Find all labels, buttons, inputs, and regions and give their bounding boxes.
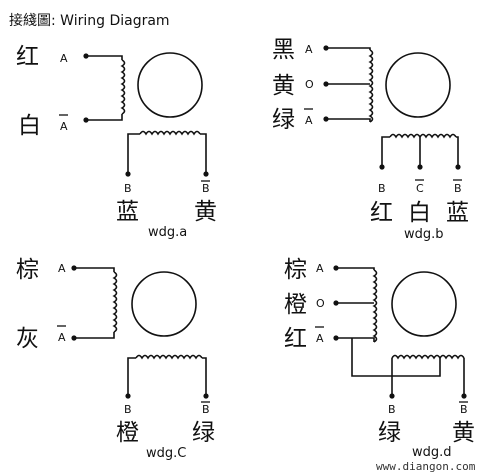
terminal-dot — [203, 393, 209, 399]
pin-label-a: A — [305, 43, 313, 56]
pin-label-a-bar: A — [316, 332, 324, 345]
terminal-dot — [125, 393, 131, 399]
wiring-diagram-c: 棕 灰 A A B B 橙 绿 wdg.C — [16, 257, 215, 461]
wire-label-blue: 蓝 — [446, 200, 469, 226]
pin-label-a-bar: A — [58, 331, 66, 344]
pin-label-o: O — [316, 297, 325, 310]
diagram-title: 接綫圖: Wiring Diagram — [9, 12, 170, 29]
diagram-caption: wdg.a — [148, 225, 187, 240]
wire-label-yellow: 黄 — [452, 420, 475, 446]
terminal-dot — [417, 164, 423, 170]
pin-label-c-bar: C — [416, 182, 424, 195]
coil-winding — [120, 59, 126, 115]
coil-winding — [391, 354, 465, 360]
diagram-caption: wdg.d — [412, 445, 452, 460]
wire-label-orange: 橙 — [116, 420, 139, 446]
lead-wire — [74, 267, 115, 272]
lead-wire — [127, 133, 140, 172]
pin-label-b-bar: B — [454, 182, 462, 195]
lead-wire — [456, 136, 459, 165]
wire-label-gray: 灰 — [16, 326, 39, 352]
pin-label-b: B — [124, 182, 132, 195]
motor-circle — [137, 52, 203, 118]
coil-winding — [368, 49, 374, 123]
motor-circle — [391, 271, 457, 337]
pin-label-b: B — [124, 403, 132, 416]
lead-wire — [381, 136, 390, 165]
pin-label-a-bar: A — [60, 120, 68, 133]
lead-wire — [336, 337, 375, 342]
terminal-dot — [125, 171, 131, 177]
lead-wire — [336, 267, 375, 270]
coil-winding — [389, 133, 457, 139]
wire-label-black: 黑 — [272, 37, 295, 63]
wire-label-brown: 棕 — [16, 257, 39, 283]
pin-label-a: A — [58, 262, 66, 275]
lead-wire — [127, 357, 136, 394]
lead-wire — [202, 357, 207, 394]
wire-label-yellow: 黄 — [194, 199, 217, 225]
terminal-dot — [203, 171, 209, 177]
pin-label-a-bar: A — [305, 114, 313, 127]
wire-label-green: 绿 — [192, 420, 215, 446]
wiring-diagram-b: 黑 黄 绿 A O A B C B 红 白 蓝 wdg.b — [272, 37, 469, 242]
pin-label-a: A — [60, 52, 68, 65]
terminal-dot — [389, 393, 395, 399]
diagram-caption: wdg.b — [404, 227, 444, 242]
wire-label-white: 白 — [408, 200, 431, 226]
coil-winding — [112, 271, 118, 333]
lead-wire — [86, 55, 123, 60]
wire-label-green: 绿 — [378, 420, 401, 446]
lead-wire — [74, 332, 115, 339]
wire-label-red: 红 — [370, 200, 393, 226]
pin-label-b-bar: B — [460, 403, 468, 416]
lead-wire — [200, 133, 207, 172]
wire-label-red: 红 — [284, 326, 307, 352]
lead-wire — [351, 338, 441, 377]
diagram-caption: wdg.C — [146, 446, 186, 461]
wire-label-blue: 蓝 — [116, 199, 139, 225]
wire-label-white: 白 — [18, 113, 41, 139]
pin-label-b: B — [388, 403, 396, 416]
pin-label-b-bar: B — [202, 403, 210, 416]
pin-label-o: O — [305, 78, 314, 91]
wire-label-brown: 棕 — [284, 257, 307, 283]
wire-label-yellow: 黄 — [272, 73, 295, 99]
wire-label-red: 红 — [16, 44, 39, 70]
lead-wire — [326, 118, 371, 122]
coil-winding — [372, 269, 378, 343]
lead-wire — [86, 114, 123, 121]
terminal-dot — [461, 393, 467, 399]
coil-winding — [139, 130, 201, 136]
wire-label-orange: 橙 — [284, 292, 307, 318]
terminal-dot — [379, 164, 385, 170]
wiring-diagram-a: 红 白 A A B B 蓝 黄 wdg.a — [16, 44, 217, 240]
motor-circle — [131, 271, 197, 337]
watermark: www.diangon.com — [376, 460, 476, 473]
terminal-dot — [455, 164, 461, 170]
wiring-diagram-d: 棕 橙 红 A O A B B 绿 黄 wdg.d — [284, 257, 475, 460]
pin-label-b-bar: B — [202, 182, 210, 195]
motor-circle — [385, 52, 451, 118]
pin-label-b: B — [378, 182, 386, 195]
wire-label-green: 绿 — [272, 107, 295, 133]
coil-winding — [135, 354, 203, 360]
lead-wire — [326, 47, 371, 50]
pin-label-a: A — [316, 262, 324, 275]
